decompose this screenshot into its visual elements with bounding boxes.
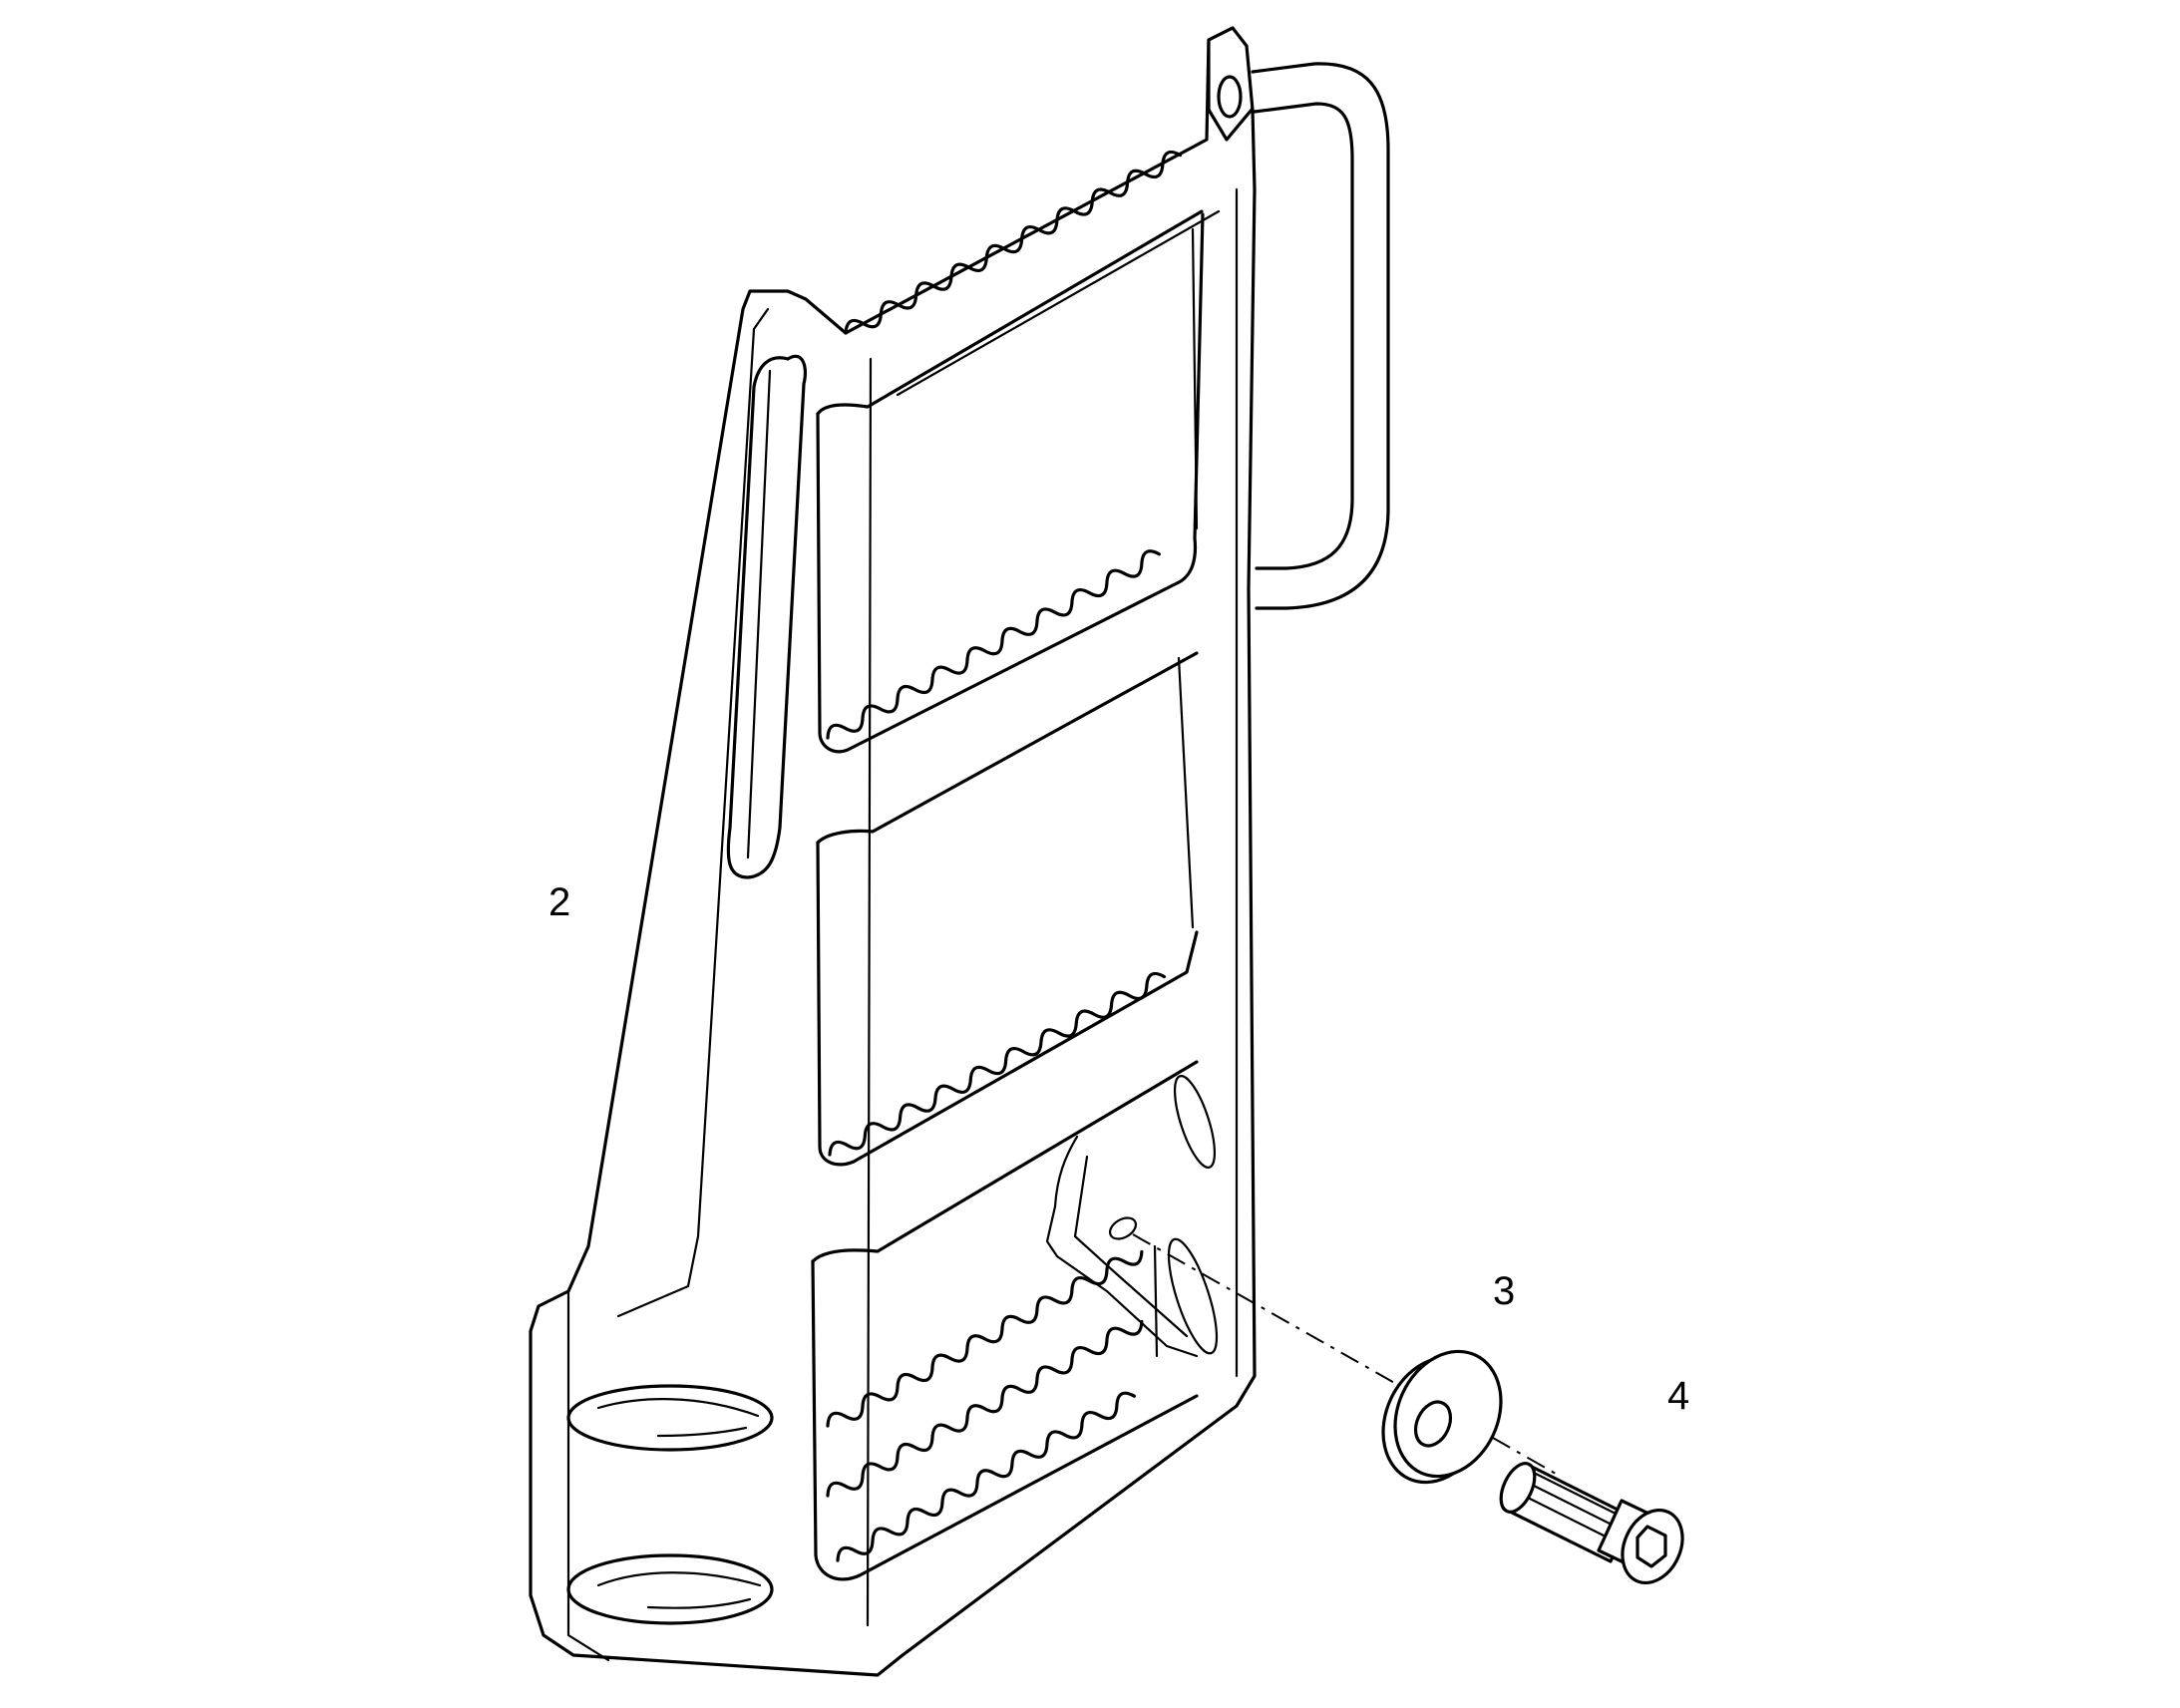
socket-head-cap-screw-icon (1499, 1462, 1684, 1585)
grab-handle-inner (1253, 102, 1354, 570)
front-edge-line (866, 357, 873, 1627)
middle-window-side (1177, 656, 1195, 929)
step-tooth-row-4 (826, 1249, 1144, 1428)
step-tooth-row-1 (844, 150, 1183, 335)
upper-window-side (1191, 227, 1199, 530)
inner-gusset (1045, 1135, 1199, 1358)
top-hook-hole (1217, 75, 1243, 119)
inner-gusset-edge (1073, 1155, 1189, 1338)
rear-slot-upper (1173, 1075, 1217, 1169)
grab-handle-outer (1251, 62, 1390, 610)
side-slot (726, 354, 808, 879)
upper-window (816, 212, 1205, 754)
callout-4: 4 (1667, 1374, 1690, 1418)
bracket-body-outline (529, 26, 1257, 1677)
washer-icon (1381, 1349, 1503, 1485)
rear-slot-lower (1167, 1237, 1219, 1355)
step-tooth-row-2 (826, 549, 1161, 740)
step-tooth-row-5 (826, 1319, 1144, 1498)
step-tooth-row-3 (828, 971, 1167, 1157)
gusset-vertical (1153, 1244, 1159, 1358)
upper-window-shadow (896, 209, 1221, 397)
lower-window (811, 1259, 1199, 1581)
callout-2: 2 (548, 880, 571, 924)
middle-window-top (816, 651, 1199, 845)
base-edge (566, 1290, 610, 1662)
middle-window (816, 841, 1199, 1167)
side-plate-edge (616, 307, 770, 1318)
top-hook (1207, 26, 1254, 142)
upper-window-top (816, 209, 1204, 416)
step-ladder-bracket (529, 26, 1390, 1677)
step-tooth-row-6 (836, 1391, 1136, 1562)
callout-3: 3 (1493, 1269, 1516, 1313)
bolt-slot (1108, 1216, 1138, 1240)
lower-window-top (811, 1060, 1199, 1263)
side-slot-inner-line (746, 369, 772, 859)
